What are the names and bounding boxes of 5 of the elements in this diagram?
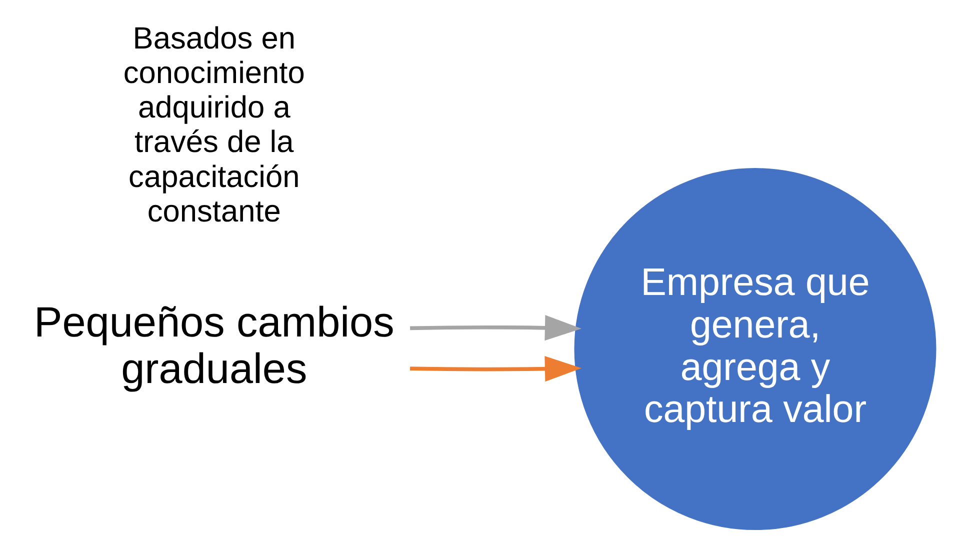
arrow [410,356,582,382]
node-text: Pequeños cambios graduales [34,298,394,392]
label: Basados en conocimiento adquirido a través de la capacitación constante [123,20,305,229]
arrow [410,315,582,341]
node-circle: Empresa que genera, agrega y captura valor [574,168,936,530]
